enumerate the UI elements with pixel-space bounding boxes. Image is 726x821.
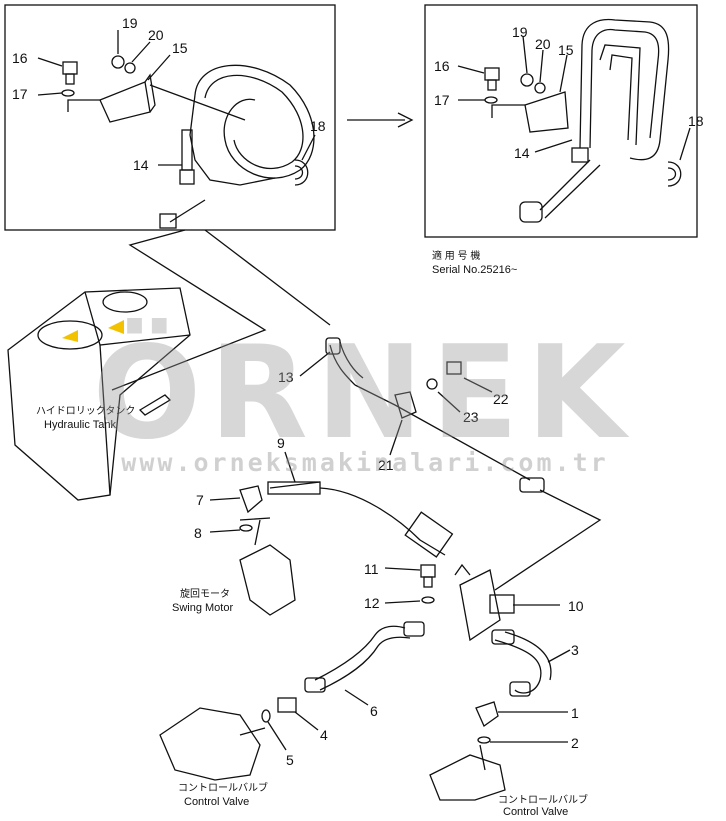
elbow-1 xyxy=(475,701,499,727)
cv-left-label-en: Control Valve xyxy=(184,796,249,808)
callout-17: 17 xyxy=(12,86,28,102)
tank-label-en: Hydraulic Tank xyxy=(44,419,116,431)
control-valve-left xyxy=(159,707,261,781)
elbow-7 xyxy=(239,485,263,514)
callout-5: 5 xyxy=(286,752,294,768)
inset-callout-20: 20 xyxy=(535,36,551,52)
washer-17 xyxy=(61,89,75,97)
washer-12 xyxy=(421,596,435,604)
cv-right-label-en: Control Valve xyxy=(503,806,568,816)
callout-11: 11 xyxy=(364,561,379,577)
callout-22: 22 xyxy=(493,391,509,407)
hydraulic-tank xyxy=(7,287,191,501)
callout-4: 4 xyxy=(320,727,328,743)
oring-8 xyxy=(239,524,253,532)
inset-callout-14: 14 xyxy=(514,145,530,161)
callout-14: 14 xyxy=(133,157,149,173)
callout-21: 21 xyxy=(378,457,394,473)
callout-2: 2 xyxy=(571,735,579,751)
handrail-right xyxy=(579,18,670,161)
callout-15: 15 xyxy=(172,40,188,56)
callout-16: 16 xyxy=(12,50,28,66)
cv-right-label-jp: コントロールバルブ xyxy=(498,793,588,806)
hose-6 xyxy=(314,625,406,681)
inset-callout-19: 19 xyxy=(512,24,528,40)
tank-label-jp: ハイドロリックタンク xyxy=(36,405,135,417)
inset-callout-15: 15 xyxy=(558,42,574,58)
callout-9: 9 xyxy=(277,435,285,451)
bolt-16 xyxy=(62,61,78,75)
control-valve-right xyxy=(429,754,506,801)
applicability-serial: Serial No.25216~ xyxy=(432,264,517,276)
callout-3: 3 xyxy=(571,642,579,658)
bracket-right xyxy=(524,91,569,133)
u-bolt-18 xyxy=(294,159,309,186)
hose-3 xyxy=(494,639,542,694)
swing-motor xyxy=(239,544,296,616)
callout-7: 7 xyxy=(196,492,204,508)
washer-20 xyxy=(124,62,136,74)
loop-pipe-left xyxy=(194,64,315,179)
callout-1: 1 xyxy=(571,705,579,721)
accent-mark-1 xyxy=(62,330,78,342)
hose-13 xyxy=(329,344,356,386)
callout-6: 6 xyxy=(370,703,378,719)
oring-5 xyxy=(261,709,271,723)
applicability-jp: 適 用 号 機 xyxy=(432,249,480,262)
routing-line-a xyxy=(111,229,267,391)
inset-right-frame xyxy=(424,4,698,238)
callout-18: 18 xyxy=(310,118,326,134)
bracket-left xyxy=(99,81,151,123)
inset-callout-17: 17 xyxy=(434,92,450,108)
bolt-11 xyxy=(420,564,436,578)
block-10 xyxy=(459,569,501,642)
callout-19: 19 xyxy=(122,15,138,31)
fitting-right-inset xyxy=(519,201,543,223)
inset-callout-16: 16 xyxy=(434,58,450,74)
cv-left-label-jp: コントロールバルブ xyxy=(178,781,268,794)
inset-left-frame xyxy=(4,4,336,231)
callout-10: 10 xyxy=(568,598,584,614)
callout-8: 8 xyxy=(194,525,202,541)
swing-label-jp: 旋回モータ xyxy=(180,587,230,600)
tee-21 xyxy=(394,391,417,419)
fitting-4 xyxy=(277,697,297,713)
oring-2 xyxy=(477,736,491,744)
accent-mark-2 xyxy=(108,320,124,334)
bolt-22 xyxy=(446,361,462,375)
callout-13: 13 xyxy=(278,369,294,385)
callout-23: 23 xyxy=(463,409,479,425)
hose-9 xyxy=(267,481,321,495)
callout-12: 12 xyxy=(364,595,380,611)
washer-23 xyxy=(426,378,438,390)
callout-20: 20 xyxy=(148,27,164,43)
nut-19 xyxy=(111,55,125,69)
swing-label-en: Swing Motor xyxy=(172,602,233,614)
inset-callout-18: 18 xyxy=(688,113,704,129)
